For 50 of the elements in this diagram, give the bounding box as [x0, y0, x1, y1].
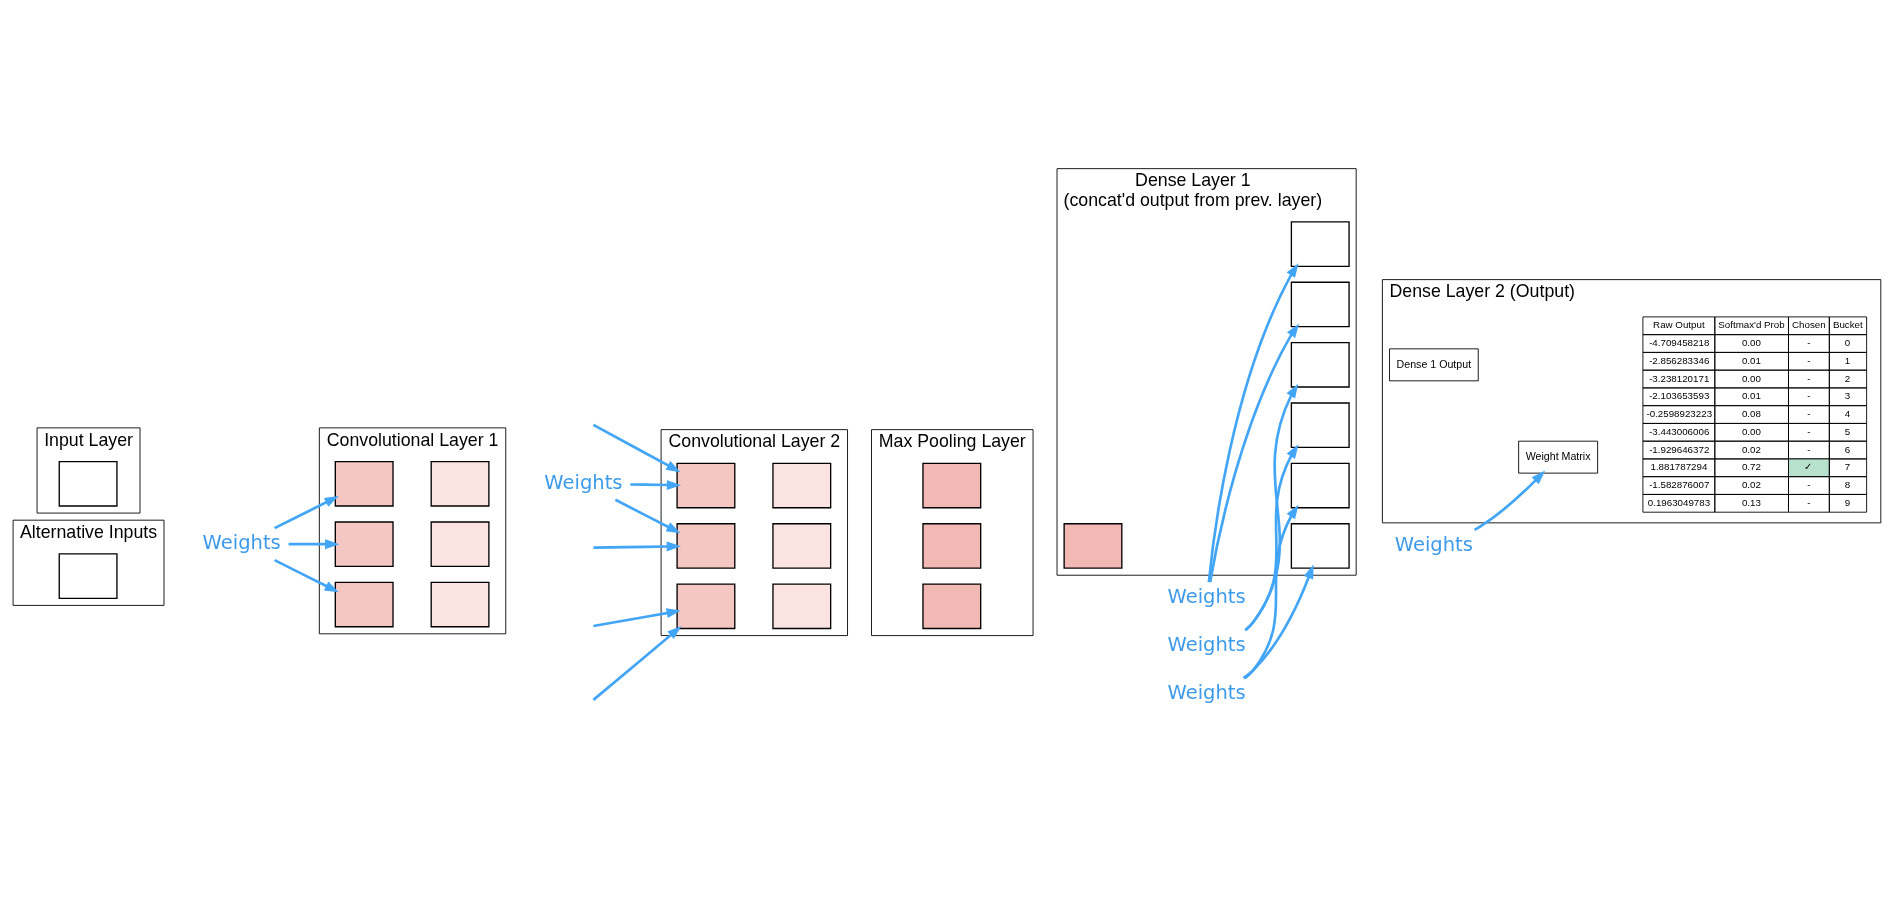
label: -0.2598923223 [1646, 407, 1713, 419]
node-text: Weights [202, 530, 281, 554]
label: 0.02 [1741, 443, 1761, 455]
label: 0.02 [1741, 478, 1761, 490]
label: - [1807, 354, 1811, 366]
label: 1 [1844, 354, 1851, 366]
label: - [1807, 407, 1811, 419]
label: 5 [1844, 425, 1851, 437]
label: -2.103653593 [1649, 389, 1710, 401]
label: 2 [1844, 372, 1851, 384]
label: 8 [1844, 478, 1851, 490]
label: -3.238120171 [1649, 372, 1710, 384]
label: - [1807, 372, 1811, 384]
label: 4 [1844, 407, 1851, 419]
label: Raw Output [1653, 318, 1705, 330]
label: -1.929646372 [1649, 443, 1710, 455]
node-text: Weights [544, 470, 623, 494]
label: 0.72 [1741, 460, 1761, 472]
label: Chosen [1792, 318, 1826, 330]
label: 3 [1844, 389, 1851, 401]
label: 9 [1844, 496, 1851, 508]
label: - [1807, 496, 1811, 508]
node-text: Weights [1167, 632, 1246, 656]
label: 6 [1844, 443, 1851, 455]
node-text: Weights [1167, 584, 1246, 608]
label: 0.00 [1741, 425, 1761, 437]
label: - [1807, 336, 1811, 348]
label: 0.13 [1741, 496, 1761, 508]
label: Softmax'd Prob [1718, 318, 1785, 330]
node-text: Weights [1167, 680, 1246, 704]
label: -4.709458218 [1649, 336, 1710, 348]
label: Bucket [1832, 318, 1863, 330]
label: ✓ [1804, 460, 1813, 472]
label: 0.01 [1741, 354, 1761, 366]
label: - [1807, 389, 1811, 401]
label: 7 [1844, 460, 1851, 472]
label: - [1807, 425, 1811, 437]
label: 0.08 [1741, 407, 1761, 419]
label: 0.00 [1741, 372, 1761, 384]
label: 1.881787294 [1650, 460, 1708, 472]
node-text: Weights [1394, 532, 1473, 556]
label: -2.856283346 [1649, 354, 1710, 366]
label: 0.1963049783 [1647, 496, 1711, 508]
label: -3.443006006 [1649, 425, 1710, 437]
label: - [1807, 478, 1811, 490]
label: -1.582876007 [1649, 478, 1710, 490]
label: - [1807, 443, 1811, 455]
label: 0.01 [1741, 389, 1761, 401]
label: 0.00 [1741, 336, 1761, 348]
label: 0 [1844, 336, 1851, 348]
